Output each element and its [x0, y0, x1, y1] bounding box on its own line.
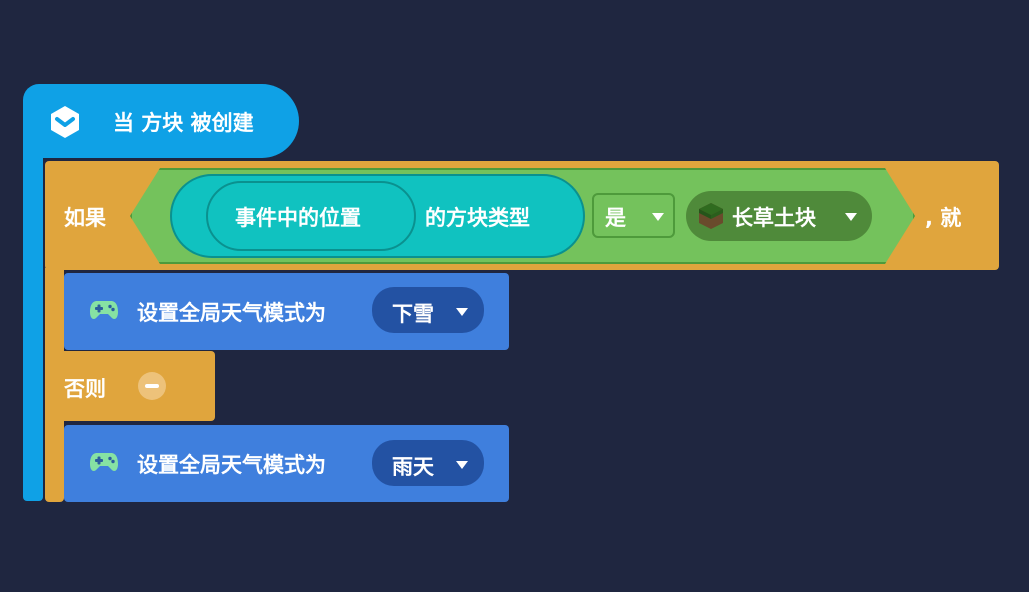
- minus-circle-icon[interactable]: [137, 371, 167, 401]
- grass-block-icon: [699, 203, 723, 229]
- else-label: 否则: [64, 377, 106, 401]
- block-type-label: 的方块类型: [425, 206, 530, 230]
- cube-icon: [51, 106, 79, 138]
- weather-value: 下雪: [392, 302, 434, 326]
- chevron-down-icon: [456, 308, 468, 316]
- comparator-value: 是: [605, 206, 626, 230]
- chevron-down-icon: [845, 213, 857, 221]
- chevron-down-icon: [456, 461, 468, 469]
- else-section: [45, 351, 215, 421]
- event-label: 当 方块 被创建: [113, 111, 254, 135]
- then-label: , 就: [925, 206, 962, 230]
- block-value-label: 长草土块: [732, 206, 816, 230]
- set-weather-label: 设置全局天气模式为: [137, 301, 326, 325]
- gamepad-icon: [90, 453, 118, 472]
- event-block-spine: [23, 150, 43, 501]
- event-position-reporter[interactable]: [206, 181, 416, 251]
- event-position-label: 事件中的位置: [235, 206, 361, 230]
- comparator-dropdown[interactable]: [592, 193, 675, 238]
- gamepad-icon: [90, 301, 118, 320]
- if-label: 如果: [64, 206, 106, 230]
- set-weather-label: 设置全局天气模式为: [137, 453, 326, 477]
- chevron-down-icon: [652, 213, 664, 221]
- weather-value: 雨天: [392, 455, 434, 479]
